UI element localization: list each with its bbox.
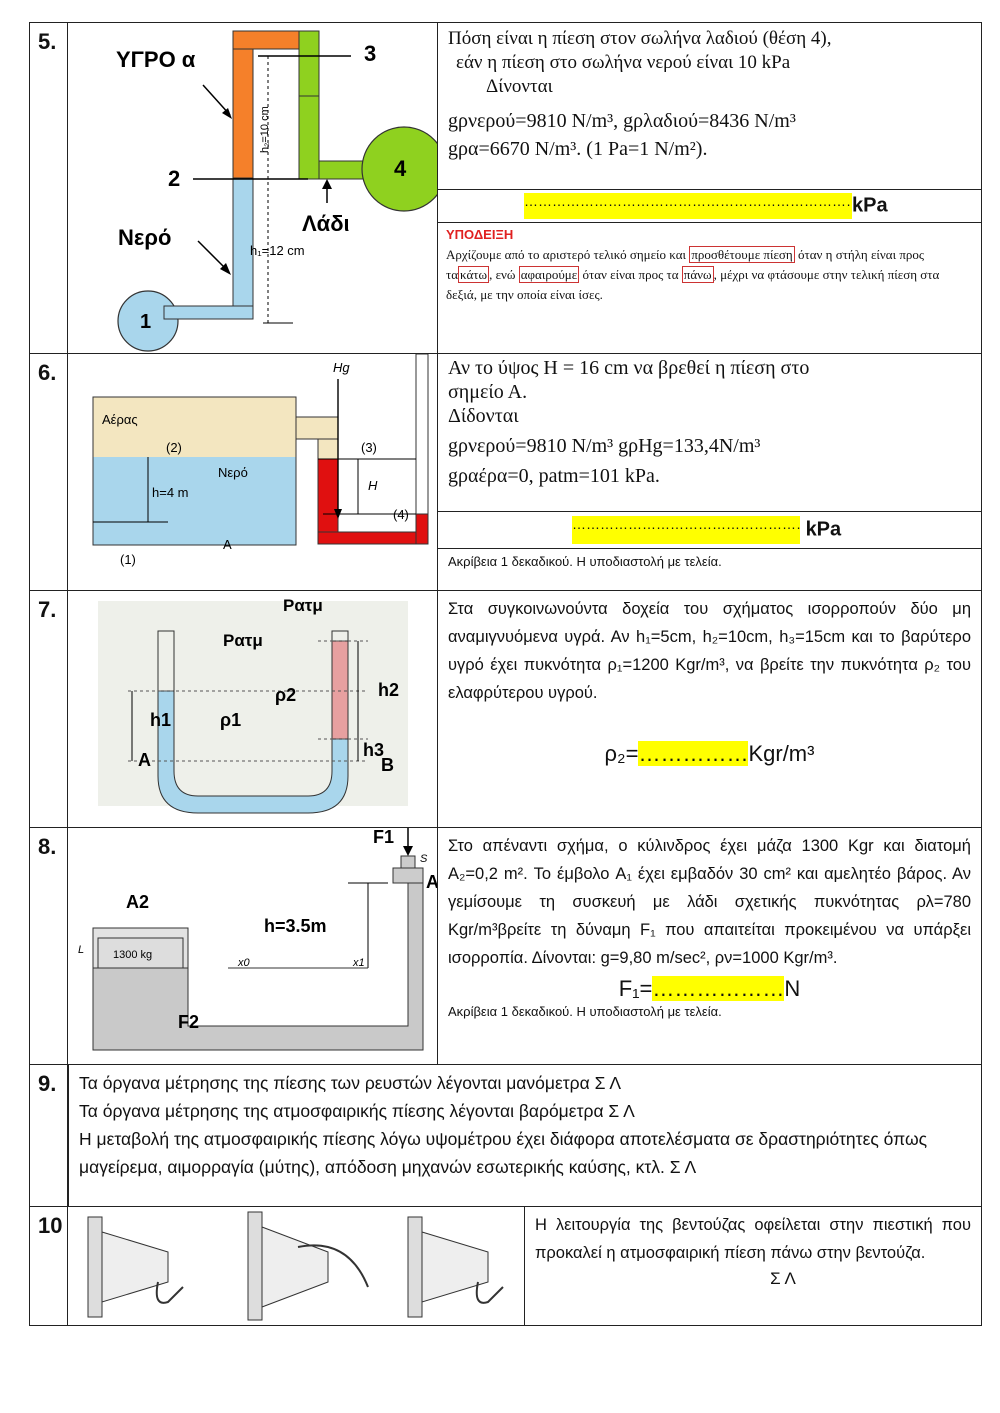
- svg-text:B: B: [381, 755, 394, 775]
- answer-input[interactable]: ……………………………………………: [572, 516, 800, 544]
- fluid-a-label: ΥΓΡΟ α: [116, 47, 196, 72]
- question-5-row: 5.: [30, 23, 981, 354]
- question-5-text: Πόση είναι η πίεση στον σωλήνα λαδιού (θ…: [437, 23, 981, 353]
- svg-text:(4): (4): [393, 507, 409, 522]
- question-6-row: 6. Αέρας Νερό Hg: [30, 353, 981, 591]
- question-7-figure: Pατμ Pατμ h1 h2 h3 ρ1 ρ2 A B: [68, 591, 437, 827]
- svg-text:(2): (2): [166, 440, 182, 455]
- svg-text:(3): (3): [361, 440, 377, 455]
- svg-text:2: 2: [168, 166, 180, 191]
- svg-text:F2: F2: [178, 1012, 199, 1032]
- suction-cup-2: [247, 1211, 369, 1321]
- hint-box: ΥΠΟΔΕΙΞΗ Αρχίζουμε από το αριστερό τελικ…: [446, 227, 940, 302]
- answer-input[interactable]: ………………: [652, 976, 785, 1001]
- svg-text:Αέρας: Αέρας: [102, 412, 138, 427]
- question-10-figure: [68, 1207, 524, 1325]
- statement-2[interactable]: Τα όργανα μέτρησης της ατμοσφαιρικής πίε…: [79, 1101, 635, 1121]
- question-10-row: 10 Η λειτουρ: [30, 1207, 981, 1325]
- question-6-text: Αν το ύψος H = 16 cm να βρεθεί η πίεση σ…: [437, 354, 981, 590]
- question-7-row: 7. Pατμ Pατμ h1 h2 h3 ρ1: [30, 591, 981, 828]
- oil-label: Λάδι: [302, 211, 350, 236]
- question-6-figure: Αέρας Νερό Hg (1) (2) (3) (4) h=4 m H A: [68, 353, 437, 590]
- statement-3[interactable]: Η μεταβολή της ατμοσφαιρικής πίεσης λόγω…: [79, 1129, 928, 1177]
- svg-text:L: L: [78, 944, 84, 956]
- svg-text:1: 1: [140, 311, 151, 333]
- question-8-text: Στο απέναντι σχήμα, ο κύλινδρος έχει μάζ…: [437, 828, 981, 1064]
- svg-text:S: S: [420, 853, 428, 865]
- svg-text:(1): (1): [120, 552, 136, 567]
- true-false-options[interactable]: Σ Λ: [770, 1269, 796, 1288]
- suction-cup-3: [407, 1216, 504, 1318]
- question-8-figure: A2 h=3.5m 1300 kg L F1 A1 F2 S x0 x1: [68, 827, 449, 1064]
- answer-row: ρ₂=……………Kgr/m³: [604, 741, 815, 766]
- answer-input[interactable]: ……………: [638, 741, 749, 766]
- water-bulb-1: [117, 290, 179, 352]
- svg-text:h₂=10 cm: h₂=10 cm: [259, 106, 271, 153]
- svg-text:h=3.5m: h=3.5m: [264, 916, 327, 936]
- answer-input[interactable]: ……………………………………………………………………: [524, 193, 852, 219]
- svg-text:Pατμ: Pατμ: [283, 596, 323, 615]
- suction-cup-1: [87, 1216, 184, 1318]
- svg-text:H: H: [368, 478, 378, 493]
- svg-text:h3: h3: [363, 740, 384, 760]
- svg-text:1300 kg: 1300 kg: [113, 949, 152, 961]
- svg-text:Hg: Hg: [333, 360, 350, 375]
- question-number: 5.: [30, 23, 68, 353]
- svg-text:x0: x0: [237, 957, 251, 969]
- question-5-figure: ΥΓΡΟ α Νερό Λάδι 1 2 3 4 h₂=10 cm h₁=12 …: [68, 23, 447, 353]
- svg-text:A2: A2: [126, 892, 149, 912]
- oil-column: [298, 30, 320, 97]
- svg-text:x1: x1: [352, 957, 365, 969]
- svg-text:3: 3: [364, 41, 376, 66]
- question-9-row: 9. Τα όργανα μέτρησης της πίεσης των ρευ…: [30, 1065, 981, 1207]
- question-10-text: Η λειτουργία της βεντούζας οφείλεται στη…: [524, 1207, 981, 1325]
- svg-text:Νερό: Νερό: [218, 465, 248, 480]
- fluid-a-column: [232, 30, 254, 179]
- svg-text:h1: h1: [150, 710, 171, 730]
- worksheet-table: 5.: [29, 22, 982, 1326]
- statement-1[interactable]: Τα όργανα μέτρησης της πίεσης των ρευστώ…: [79, 1073, 622, 1093]
- svg-text:A1: A1: [426, 872, 437, 892]
- svg-text:ρ1: ρ1: [220, 710, 241, 730]
- svg-text:A: A: [138, 750, 151, 770]
- given-values-1: gρνερού=9810 N/m³, gρλαδιού=8436 N/m³: [448, 110, 796, 132]
- svg-text:h2: h2: [378, 680, 399, 700]
- question-9-text: Τα όργανα μέτρησης της πίεσης των ρευστώ…: [68, 1065, 981, 1206]
- svg-text:ρ2: ρ2: [275, 685, 296, 705]
- answer-row: ……………………………………………………………………kPa: [438, 190, 981, 223]
- svg-text:4: 4: [394, 156, 407, 181]
- svg-text:Pατμ: Pατμ: [223, 631, 263, 650]
- question-8-row: 8. A2 h=3.5m 1300 kg L F1 A1 F2 S: [30, 827, 981, 1065]
- svg-text:h=4 m: h=4 m: [152, 485, 189, 500]
- svg-text:h₁=12 cm: h₁=12 cm: [250, 243, 305, 258]
- answer-row: F₁=………………N: [618, 976, 801, 1001]
- given-values-2: gρα=6670 N/m³. (1 Pa=1 N/m²).: [448, 138, 708, 160]
- svg-text:A: A: [223, 537, 232, 552]
- svg-text:F1: F1: [373, 828, 394, 847]
- question-7-text: Στα συγκοινωνούντα δοχεία του σχήματος ι…: [437, 591, 981, 827]
- water-label: Νερό: [118, 225, 171, 250]
